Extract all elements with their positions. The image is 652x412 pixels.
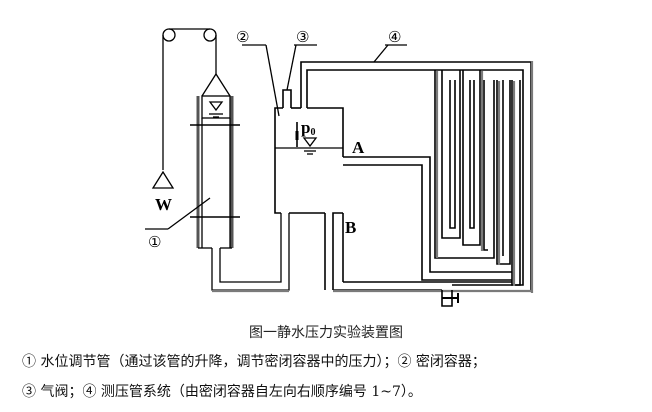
weight-icon bbox=[151, 170, 175, 189]
point-a-label: A bbox=[352, 138, 365, 157]
figure-caption: 图一静水压力实验装置图 bbox=[249, 325, 403, 341]
manometer-tube-system: ④ bbox=[300, 28, 534, 307]
pressure-label: p0 bbox=[301, 118, 315, 138]
callout-3: ③ bbox=[296, 28, 309, 46]
legend-line-2: ③ 气阀；④ 测压管系统（由密闭容器自左向右顺序编号 1~7）。 bbox=[22, 384, 422, 400]
callout-4: ④ bbox=[388, 28, 401, 46]
left-pulley bbox=[162, 28, 176, 42]
connecting-pipe bbox=[211, 213, 290, 293]
pulley-system: W bbox=[151, 28, 217, 214]
right-pulley bbox=[203, 28, 217, 42]
water-level-adjustment-tube: ① bbox=[145, 72, 240, 251]
callout-2: ② bbox=[236, 28, 249, 46]
water-level-icon bbox=[208, 101, 224, 112]
static-pressure-apparatus-diagram: W ① p0 bbox=[145, 28, 534, 307]
sealed-container: p0 A B ② bbox=[236, 28, 365, 290]
legend-line-1: ① 水位调节管（通过该管的升降，调节密闭容器中的压力）；② 密闭容器； bbox=[22, 354, 486, 370]
water-surface-icon bbox=[302, 137, 318, 148]
air-valve: ③ bbox=[282, 28, 317, 108]
point-b-label: B bbox=[345, 218, 356, 237]
callout-1: ① bbox=[148, 233, 161, 251]
weight-label: W bbox=[155, 195, 172, 214]
